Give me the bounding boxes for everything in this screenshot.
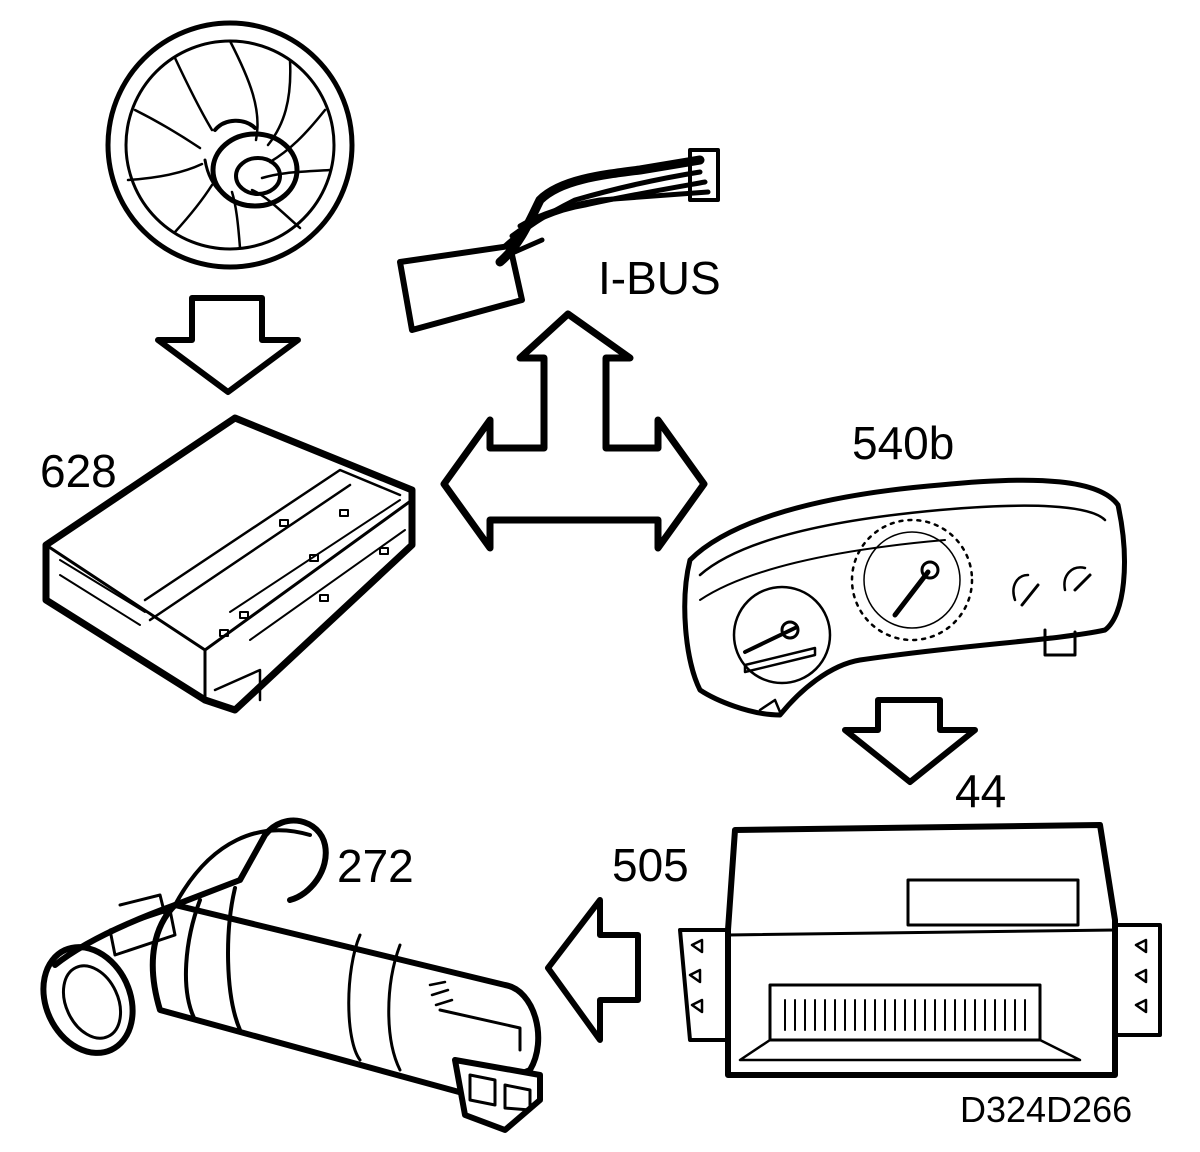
control-module-628-icon xyxy=(42,414,416,714)
cooling-fan-icon xyxy=(105,20,355,270)
bus-tri-arrow-icon xyxy=(440,310,708,552)
arrow-ecu-to-272-icon xyxy=(545,897,641,1043)
label-44: 44 xyxy=(955,765,1007,817)
label-272: 272 xyxy=(337,840,414,892)
arrow-fan-to-628-icon xyxy=(155,295,301,395)
figure-reference-id: D324D266 xyxy=(960,1089,1133,1130)
label-505: 505 xyxy=(612,839,689,891)
arrow-540b-to-44-icon xyxy=(842,697,978,785)
idle-valve-272-icon xyxy=(40,817,543,1133)
ibus-connector-icon xyxy=(397,148,720,333)
instrument-cluster-540b-icon xyxy=(682,477,1127,718)
label-540b: 540b xyxy=(852,417,955,469)
ecu-44-icon xyxy=(678,822,1162,1078)
label-ibus: I-BUS xyxy=(598,252,721,304)
label-628: 628 xyxy=(40,445,117,497)
